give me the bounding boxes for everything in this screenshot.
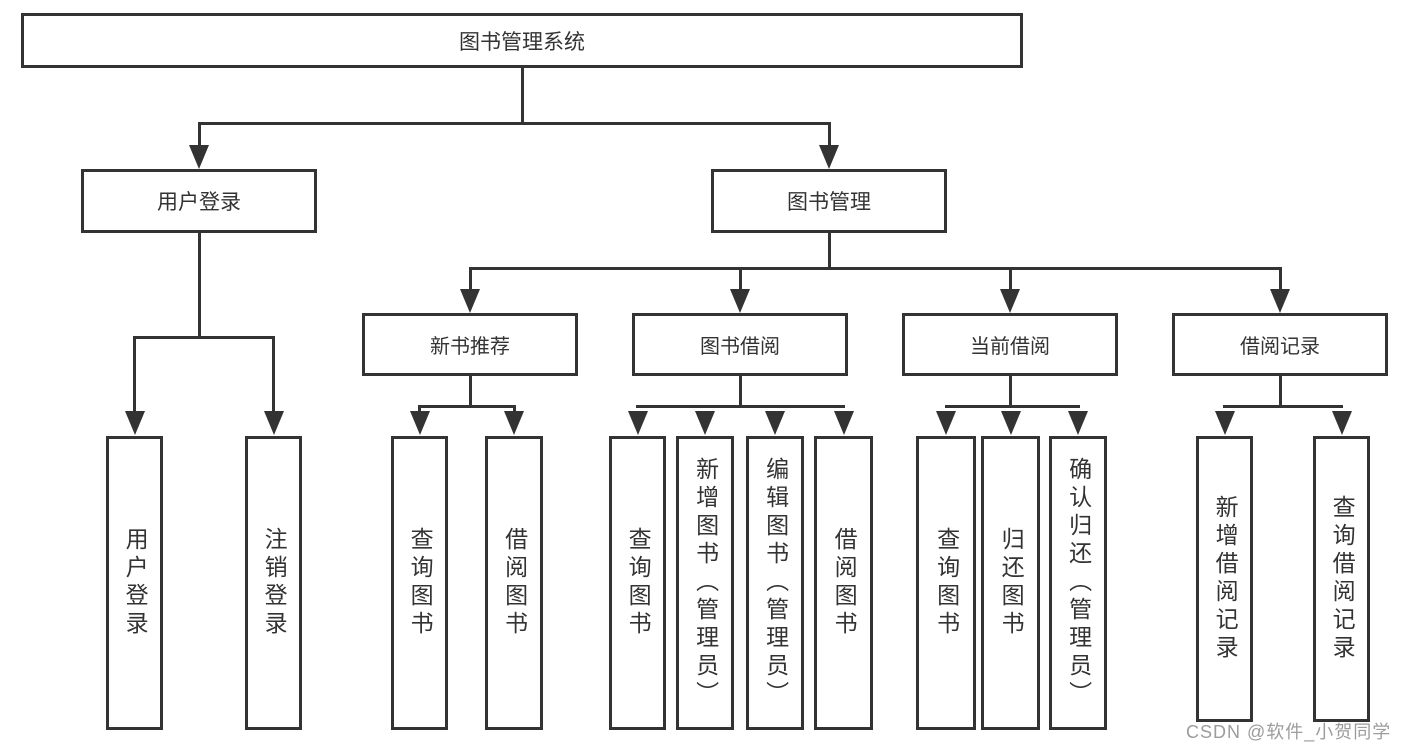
leaf-borrow-query-books-label: 查询图书 — [625, 527, 652, 639]
node-borrow-records-label: 借阅记录 — [1240, 336, 1320, 358]
arrow-down-leaf-user-login — [124, 411, 145, 435]
connector-borrow-down — [738, 376, 742, 408]
leaf-borrow-add-books-admin: 新增图书（管理员） — [676, 436, 734, 730]
leaf-borrow-borrow-books-label: 借阅图书 — [831, 527, 858, 639]
node-book-management-label: 图书管理 — [787, 191, 871, 214]
connector-current-down — [1008, 376, 1012, 408]
leaf-user-login-label: 用户登录 — [122, 527, 149, 639]
node-borrow-records: 借阅记录 — [1172, 313, 1388, 376]
connector-current-borrow-stem — [1008, 267, 1012, 292]
leaf-current-confirm-return-admin: 确认归还（管理员） — [1049, 436, 1107, 730]
leaf-borrow-query-books: 查询图书 — [609, 436, 666, 730]
connector-user-login-down — [197, 233, 201, 339]
connector-user-login-stem — [197, 122, 201, 148]
leaf-current-return-books-label: 归还图书 — [998, 527, 1025, 639]
leaf-records-query-borrow-record-label: 查询借阅记录 — [1329, 495, 1356, 663]
leaf-logout-login: 注销登录 — [245, 436, 302, 730]
arrow-down-book-management — [819, 145, 839, 169]
connector-new-book-stem — [468, 267, 472, 292]
node-user-login-label: 用户登录 — [157, 191, 241, 214]
node-root-label: 图书管理系统 — [459, 30, 585, 54]
leaf-current-return-books: 归还图书 — [981, 436, 1040, 730]
node-book-borrow: 图书借阅 — [632, 313, 848, 376]
leaf-current-query-books: 查询图书 — [916, 436, 976, 730]
node-current-borrow-label: 当前借阅 — [970, 336, 1050, 358]
arrow-down-borrow-records — [1270, 289, 1290, 313]
connector-current-rail — [944, 405, 1080, 408]
node-new-book-recommend: 新书推荐 — [362, 313, 578, 376]
connector-recommend-rail — [418, 405, 516, 408]
leaf-borrow-add-books-admin-label: 新增图书（管理员） — [692, 457, 719, 709]
leaf-logout-login-label: 注销登录 — [261, 527, 288, 639]
leaf-current-confirm-return-admin-label: 确认归还（管理员） — [1065, 457, 1092, 709]
connector-book-borrow-stem — [738, 267, 742, 292]
arrow-down-records-add — [1214, 411, 1235, 435]
connector-root-stem — [520, 68, 524, 125]
connector-borrow-records-stem — [1278, 267, 1282, 292]
arrow-down-borrow-edit — [765, 411, 785, 435]
arrow-down-book-borrow — [730, 289, 750, 313]
arrow-down-recommend-borrow — [504, 411, 524, 435]
connector-book-management-down — [827, 233, 831, 270]
node-current-borrow: 当前借阅 — [902, 313, 1118, 376]
arrow-down-current-confirm — [1068, 411, 1088, 435]
leaf-borrow-edit-books-admin-label: 编辑图书（管理员） — [762, 457, 789, 709]
leaf-recommend-borrow-books: 借阅图书 — [485, 436, 543, 730]
connector-level2-rail — [468, 267, 1282, 270]
node-book-management: 图书管理 — [711, 169, 947, 233]
leaf-records-query-borrow-record: 查询借阅记录 — [1313, 436, 1370, 722]
connector-recommend-leaf1-stem — [418, 405, 421, 413]
leaf-recommend-query-books: 查询图书 — [391, 436, 448, 730]
connector-leaf-user-login-stem — [133, 336, 136, 413]
connector-records-rail — [1223, 405, 1343, 408]
arrow-down-borrow-add — [695, 411, 715, 435]
leaf-records-add-borrow-record: 新增借阅记录 — [1196, 436, 1253, 722]
connector-recommend-down — [468, 376, 472, 408]
arrow-down-records-query — [1331, 411, 1352, 435]
arrow-down-user-login — [189, 145, 209, 169]
leaf-user-login: 用户登录 — [106, 436, 163, 730]
connector-borrow-rail — [636, 405, 845, 408]
leaf-current-query-books-label: 查询图书 — [933, 527, 960, 639]
connector-leaf-logout-stem — [272, 336, 275, 413]
connector-level1-rail — [197, 122, 831, 125]
connector-book-management-stem — [827, 122, 831, 148]
node-new-book-recommend-label: 新书推荐 — [430, 336, 510, 358]
arrow-down-recommend-query — [409, 411, 430, 435]
csdn-watermark: CSDN @软件_小贺同学 — [1186, 722, 1392, 742]
connector-recommend-leaf2-stem — [512, 405, 516, 413]
arrow-down-current-return — [1000, 411, 1021, 435]
node-root: 图书管理系统 — [21, 13, 1023, 68]
leaf-recommend-query-books-label: 查询图书 — [407, 527, 434, 639]
node-user-login: 用户登录 — [81, 169, 317, 233]
leaf-borrow-borrow-books: 借阅图书 — [814, 436, 873, 730]
connector-user-login-rail — [133, 336, 275, 339]
arrow-down-borrow-borrow — [833, 411, 854, 435]
arrow-down-leaf-logout — [263, 411, 284, 435]
arrow-down-borrow-query — [627, 411, 648, 435]
leaf-borrow-edit-books-admin: 编辑图书（管理员） — [746, 436, 804, 730]
connector-records-down — [1278, 376, 1282, 408]
node-book-borrow-label: 图书借阅 — [700, 336, 780, 358]
arrow-down-current-query — [936, 411, 956, 435]
leaf-records-add-borrow-record-label: 新增借阅记录 — [1212, 495, 1239, 663]
leaf-recommend-borrow-books-label: 借阅图书 — [501, 527, 528, 639]
arrow-down-new-book — [460, 289, 480, 313]
arrow-down-current-borrow — [1000, 289, 1020, 313]
